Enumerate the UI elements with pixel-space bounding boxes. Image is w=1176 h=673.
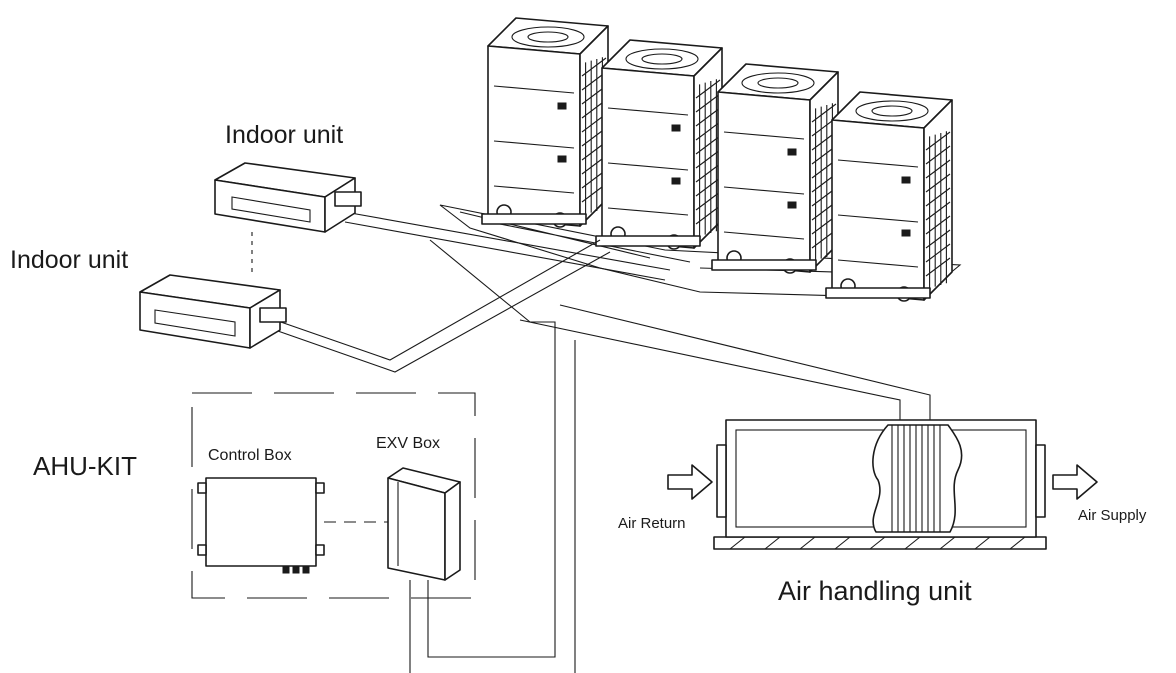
ahu-base-hatching (729, 536, 1026, 550)
ahu-base (713, 536, 1047, 550)
pipe-exv-a (427, 239, 556, 658)
air-return-arrow-icon (667, 464, 713, 500)
air-handling-unit-label: Air handling unit (778, 576, 972, 606)
control-box-label: Control Box (208, 447, 292, 464)
refrigerant-piping (274, 211, 931, 673)
indoor-unit-bottom-label: Indoor unit (10, 246, 128, 274)
exv-box-label: EXV Box (376, 435, 440, 452)
outdoor-unit-4 (825, 91, 953, 302)
pipe-exv-b (409, 340, 576, 673)
outdoor-units-base-plate (439, 204, 962, 299)
air-handling-unit (713, 419, 1047, 550)
pipe-main-to-ahu-a (519, 319, 901, 430)
outdoor-units-group (439, 17, 962, 302)
pipe-iu1-to-odu-b (344, 221, 666, 281)
ahu-supply-flange (1035, 444, 1046, 518)
ahu-kit-group (191, 392, 476, 599)
indoor-unit-top (214, 162, 362, 233)
outdoor-unit-3 (711, 63, 839, 274)
air-return-label: Air Return (618, 515, 686, 532)
air-supply-arrow-icon (1052, 464, 1098, 500)
ahu-coil-section (872, 424, 963, 533)
pipe-iu1-to-odu-a (344, 211, 671, 271)
outdoor-unit-1 (481, 17, 609, 228)
air-supply-label: Air Supply (1078, 507, 1147, 524)
ahu-coil-fins (891, 425, 941, 532)
pipe-iu2-b (274, 251, 611, 373)
ahu-kit-dashed-boundary (191, 392, 476, 599)
control-box (197, 477, 325, 574)
pipe-iu2-a (274, 239, 601, 361)
indoor-unit-top-label: Indoor unit (225, 121, 343, 149)
pipe-main-to-ahu-b (559, 304, 931, 430)
indoor-unit-bottom (139, 274, 287, 349)
ahu-kit-label: AHU-KIT (33, 451, 137, 481)
ahu-return-flange (716, 444, 727, 518)
outdoor-unit-2 (595, 39, 723, 250)
exv-box (387, 467, 461, 581)
